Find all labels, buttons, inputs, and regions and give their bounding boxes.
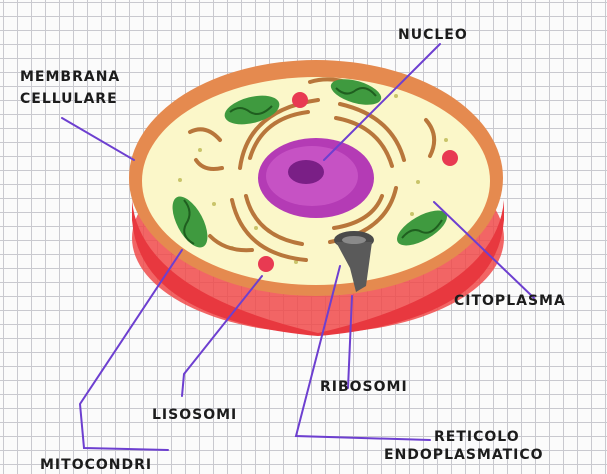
granule [394, 94, 398, 98]
label-mitocondri-text: MITOCONDRI [40, 456, 152, 474]
granule [444, 138, 448, 142]
label-citoplasma: CITOPLASMA [454, 292, 566, 310]
label-nucleo: NUCLEO [398, 26, 468, 44]
label-ribosomi: RIBOSOMI [320, 378, 408, 396]
ribosome-rim [342, 236, 366, 244]
label-reticolo-endoplasmatico: RETICOLO ENDOPLASMATICO [384, 428, 544, 464]
granule [198, 148, 202, 152]
lysosome [292, 92, 308, 108]
granule [212, 202, 216, 206]
granule [178, 178, 182, 182]
label-reticolo-line1: RETICOLO [384, 428, 544, 446]
label-membrana-line1: MEMBRANA [20, 68, 120, 86]
label-membrana-line2: CELLULARE [20, 90, 120, 108]
granule [416, 180, 420, 184]
label-mitocondri: MITOCONDRI [40, 456, 152, 474]
granule [254, 226, 258, 230]
nucleus [258, 138, 374, 218]
label-citoplasma-text: CITOPLASMA [454, 292, 566, 310]
lysosome [258, 256, 274, 272]
granule [410, 212, 414, 216]
leader-line-membrana [62, 118, 134, 160]
lysosome [442, 150, 458, 166]
label-lisosomi: LISOSOMI [152, 406, 237, 424]
label-reticolo-line2: ENDOPLASMATICO [384, 446, 544, 464]
label-nucleo-text: NUCLEO [398, 26, 468, 44]
label-ribosomi-text: RIBOSOMI [320, 378, 408, 396]
label-membrana-cellulare: MEMBRANA CELLULARE [20, 68, 120, 108]
nucleolus [288, 160, 324, 184]
label-lisosomi-text: LISOSOMI [152, 406, 237, 424]
